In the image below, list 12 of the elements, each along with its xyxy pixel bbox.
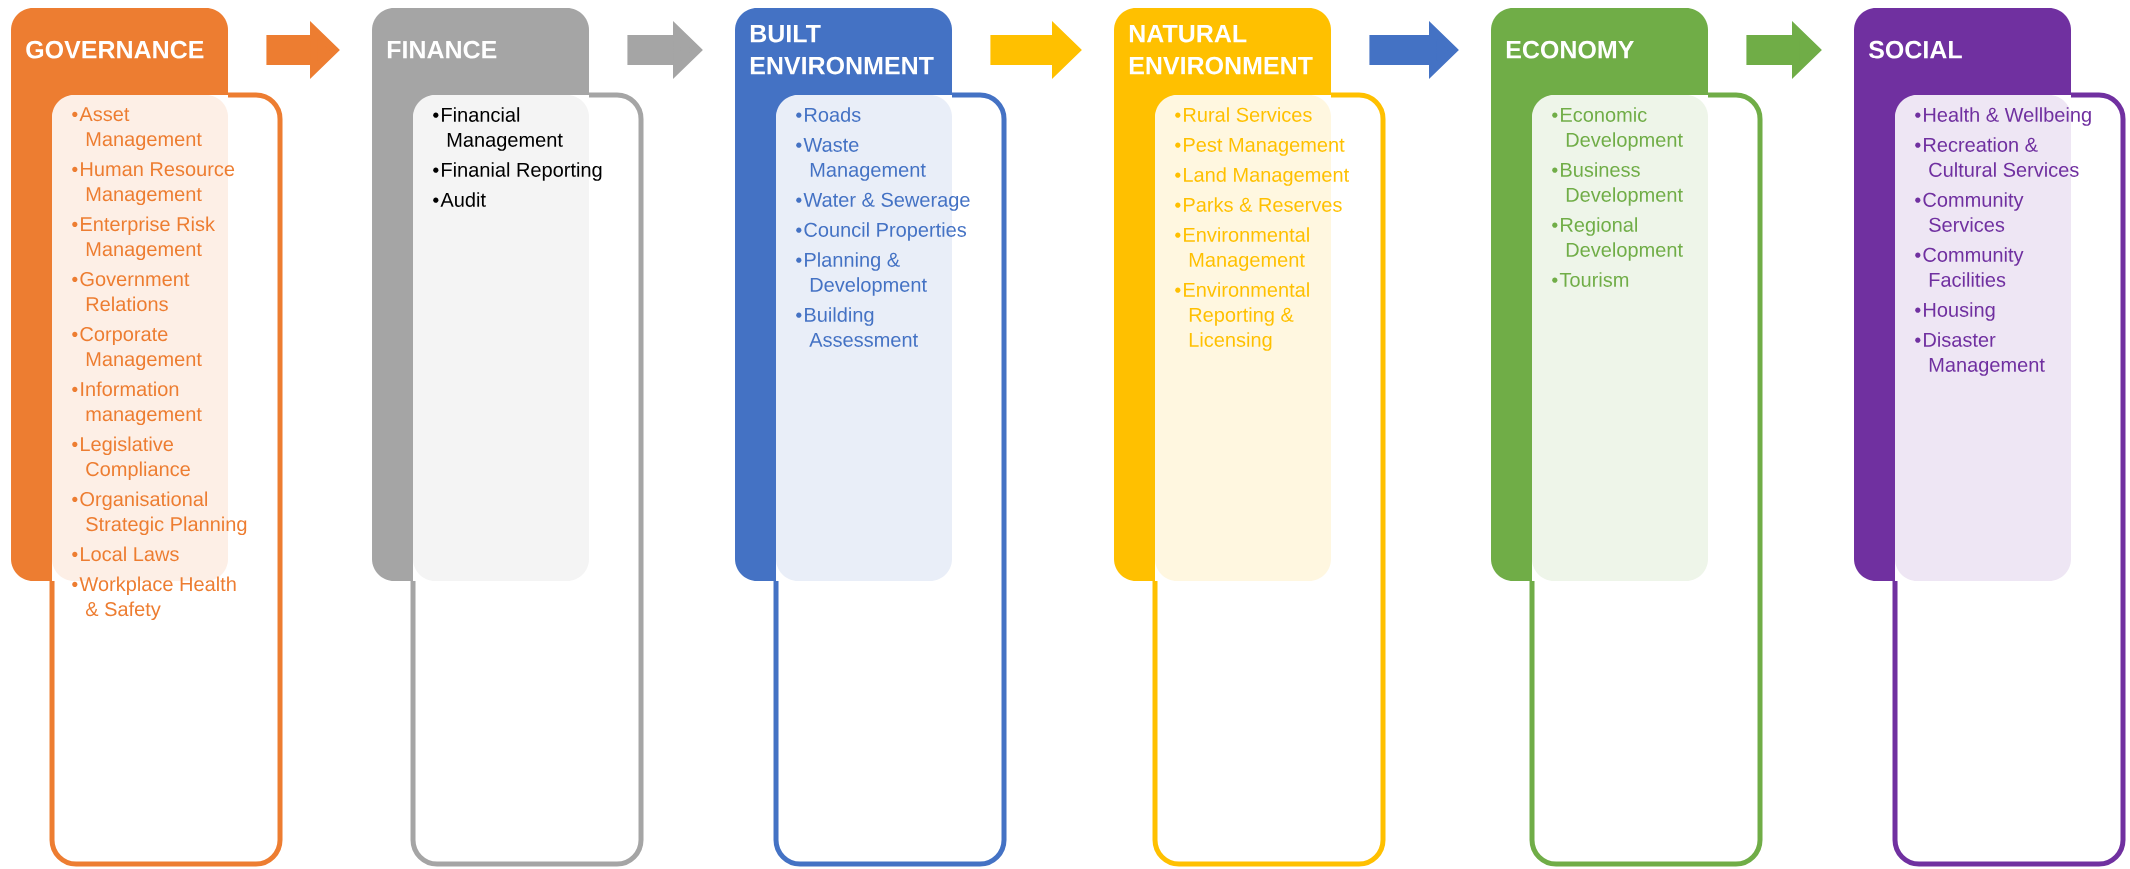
list-box: Rural Services Pest Management Land Management Parks & Reserves Environmental Management Environmental Reporting & Licensing — [1114, 92, 1386, 867]
list-box: Roads Waste Management Water & Sewerage Council Properties Planning & Development Building Assessment — [735, 92, 1007, 867]
header-box: NATURAL ENVIRONMENT — [1114, 8, 1331, 95]
header-box: GOVERNANCE — [11, 8, 228, 95]
list-box: Economic Development Business Development Regional Development Tourism — [1491, 92, 1763, 867]
header-box: ECONOMY — [1491, 8, 1708, 95]
header-box: BUILT ENVIRONMENT — [735, 8, 952, 95]
header-box: SOCIAL — [1854, 8, 2071, 95]
header-box: FINANCE — [372, 8, 589, 95]
list-box: Health & Wellbeing Recreation & Cultural Services Community Services Community Facilities Housing Disaster Management — [1854, 92, 2126, 867]
list-box: Asset Management Human Resource Management Enterprise Risk Management Government Relations Corporate Management Information management Legislative Compliance Organisational Strategic Planning Local Laws Workplace Health & Safety — [11, 92, 283, 867]
list-box: Financial Management Finanial Reporting Audit — [372, 92, 644, 867]
